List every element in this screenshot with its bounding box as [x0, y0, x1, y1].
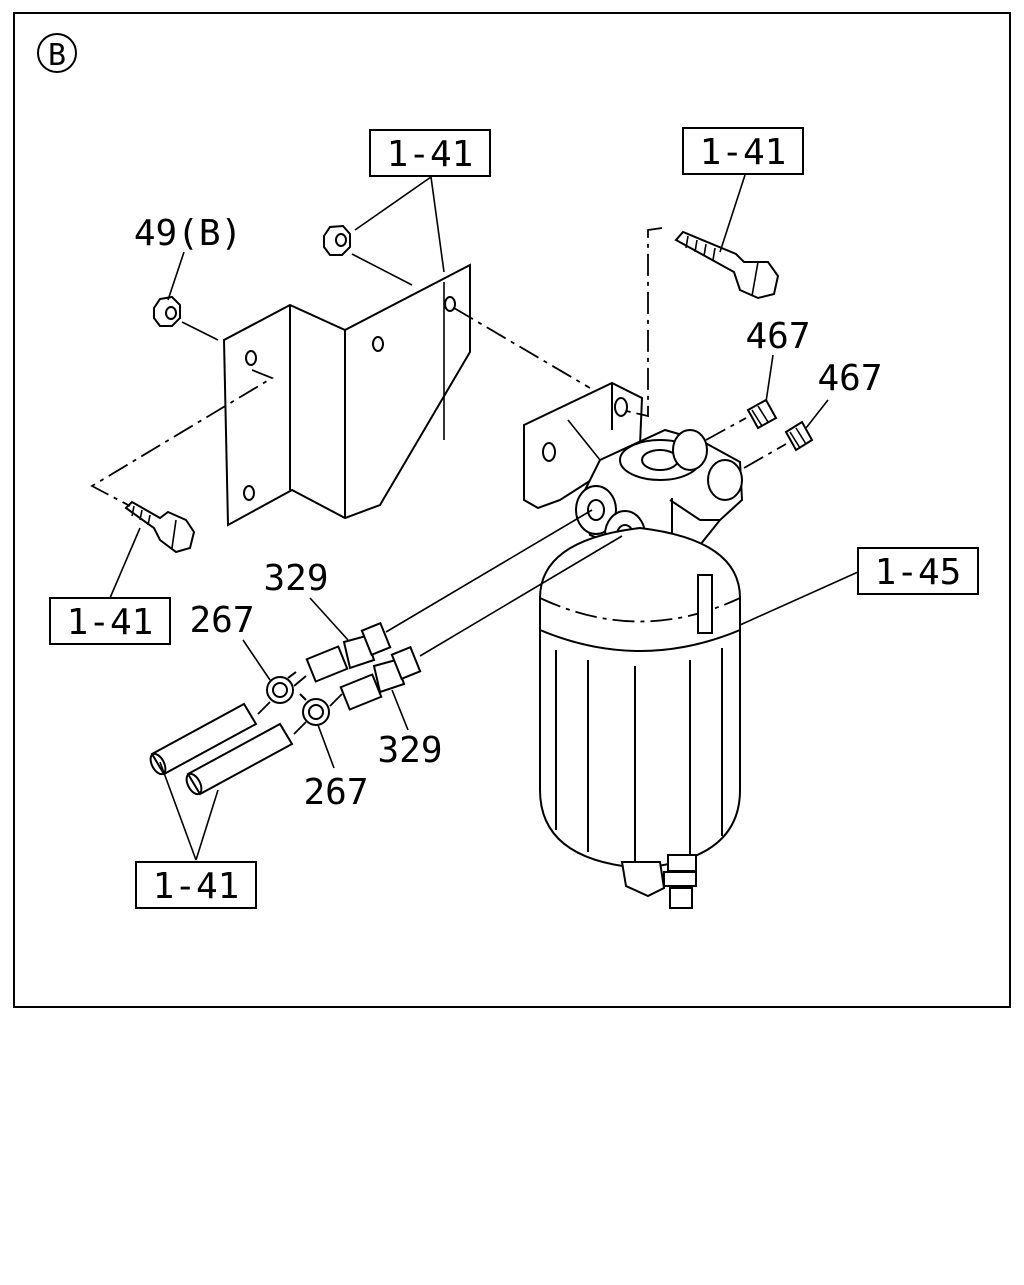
ref-text-top-center: 1-41	[387, 134, 474, 175]
view-marker: B	[37, 33, 77, 73]
fuel-filter-bowl	[539, 526, 741, 909]
assembly-guides	[90, 227, 787, 735]
callout-connector-lower: 329	[377, 730, 442, 771]
callout-clip-upper: 267	[189, 600, 254, 641]
callout-plug-upper: 467	[745, 316, 810, 357]
upper-nut	[323, 224, 413, 286]
ref-box-top-right: 1-41	[682, 127, 804, 175]
callout-plug-lower: 467	[817, 358, 882, 399]
hose-clip-lower	[299, 693, 330, 726]
plug-lower	[784, 420, 814, 452]
ref-box-left: 1-41	[49, 597, 171, 645]
ref-text-left: 1-41	[67, 602, 154, 643]
ref-text-top-right: 1-41	[700, 132, 787, 173]
hose-clip-upper	[266, 671, 297, 704]
callout-connector-upper: 329	[263, 558, 328, 599]
callout-clip-lower: 267	[303, 772, 368, 813]
fuel-hose-lower	[185, 722, 294, 796]
mounting-bracket	[222, 263, 471, 527]
view-marker-letter: B	[48, 38, 66, 73]
fuel-hose-upper	[149, 702, 258, 776]
connector-lower	[339, 645, 422, 711]
leader-lines	[109, 174, 859, 861]
flange-nut	[153, 295, 219, 341]
ref-box-filter: 1-45	[857, 547, 979, 595]
ref-text-bottom-left: 1-41	[153, 866, 240, 907]
filter-head	[523, 381, 744, 560]
bracket-bolt-left	[124, 500, 196, 554]
connector-upper	[305, 621, 392, 683]
callout-nut: 49(B)	[134, 213, 242, 254]
ref-box-bottom-left: 1-41	[135, 861, 257, 909]
ref-box-top-center: 1-41	[369, 129, 491, 177]
filter-head-bolt	[674, 230, 780, 300]
diagram-frame	[13, 12, 1011, 1008]
plug-upper	[746, 398, 778, 430]
ref-text-filter: 1-45	[875, 552, 962, 593]
